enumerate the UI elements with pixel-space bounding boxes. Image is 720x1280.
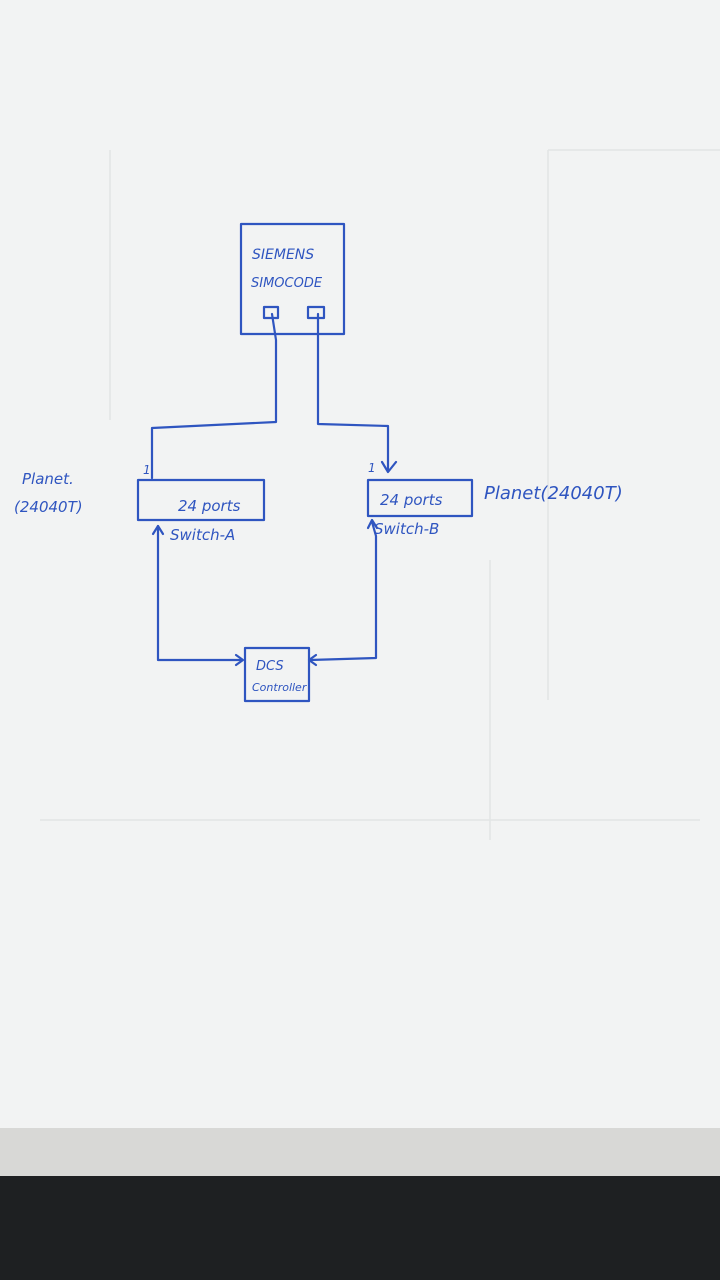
show-through-lines (40, 149, 720, 840)
arrow-into-switch-b-bottom-icon (366, 518, 379, 530)
switch-b-ports: 24 ports (380, 491, 443, 509)
simocode-line2: SIMOCODE (251, 276, 323, 291)
arrow-into-switch-b-icon (380, 460, 398, 474)
floor-shadow (0, 1176, 720, 1280)
simocode-port-right-icon (306, 305, 326, 320)
switch-a-name: Switch-A (170, 526, 235, 544)
switch-a-port-number: 1 (143, 463, 151, 477)
arrow-into-switch-a-icon (151, 524, 165, 536)
arrow-into-dcs-left-icon (234, 653, 245, 667)
switch-b-box (366, 478, 474, 518)
dcs-line1: DCS (256, 659, 284, 674)
switch-a-box (136, 478, 266, 522)
switch-b-name: Switch-B (374, 520, 439, 538)
switch-a-ports: 24 ports (178, 497, 241, 515)
simocode-line1: SIEMENS (252, 247, 314, 263)
simocode-port-left-icon (262, 305, 280, 320)
cable-switch-b-to-dcs (308, 520, 378, 662)
dcs-line2: Controller (252, 681, 308, 694)
left-planet-label: Planet. (22, 470, 74, 488)
paper-edge (0, 1128, 720, 1180)
dcs-controller-box (243, 646, 311, 703)
switch-b-port-number: 1 (368, 461, 376, 475)
cable-simocode-to-switch-b (316, 312, 390, 472)
cable-switch-a-to-dcs (156, 524, 244, 662)
right-planet-label: Planet(24040T) (484, 483, 623, 504)
left-planet-model: (24040T) (14, 498, 83, 516)
paper-sheet (0, 0, 720, 1140)
simocode-box (239, 222, 346, 336)
cable-simocode-to-switch-a (150, 312, 278, 480)
